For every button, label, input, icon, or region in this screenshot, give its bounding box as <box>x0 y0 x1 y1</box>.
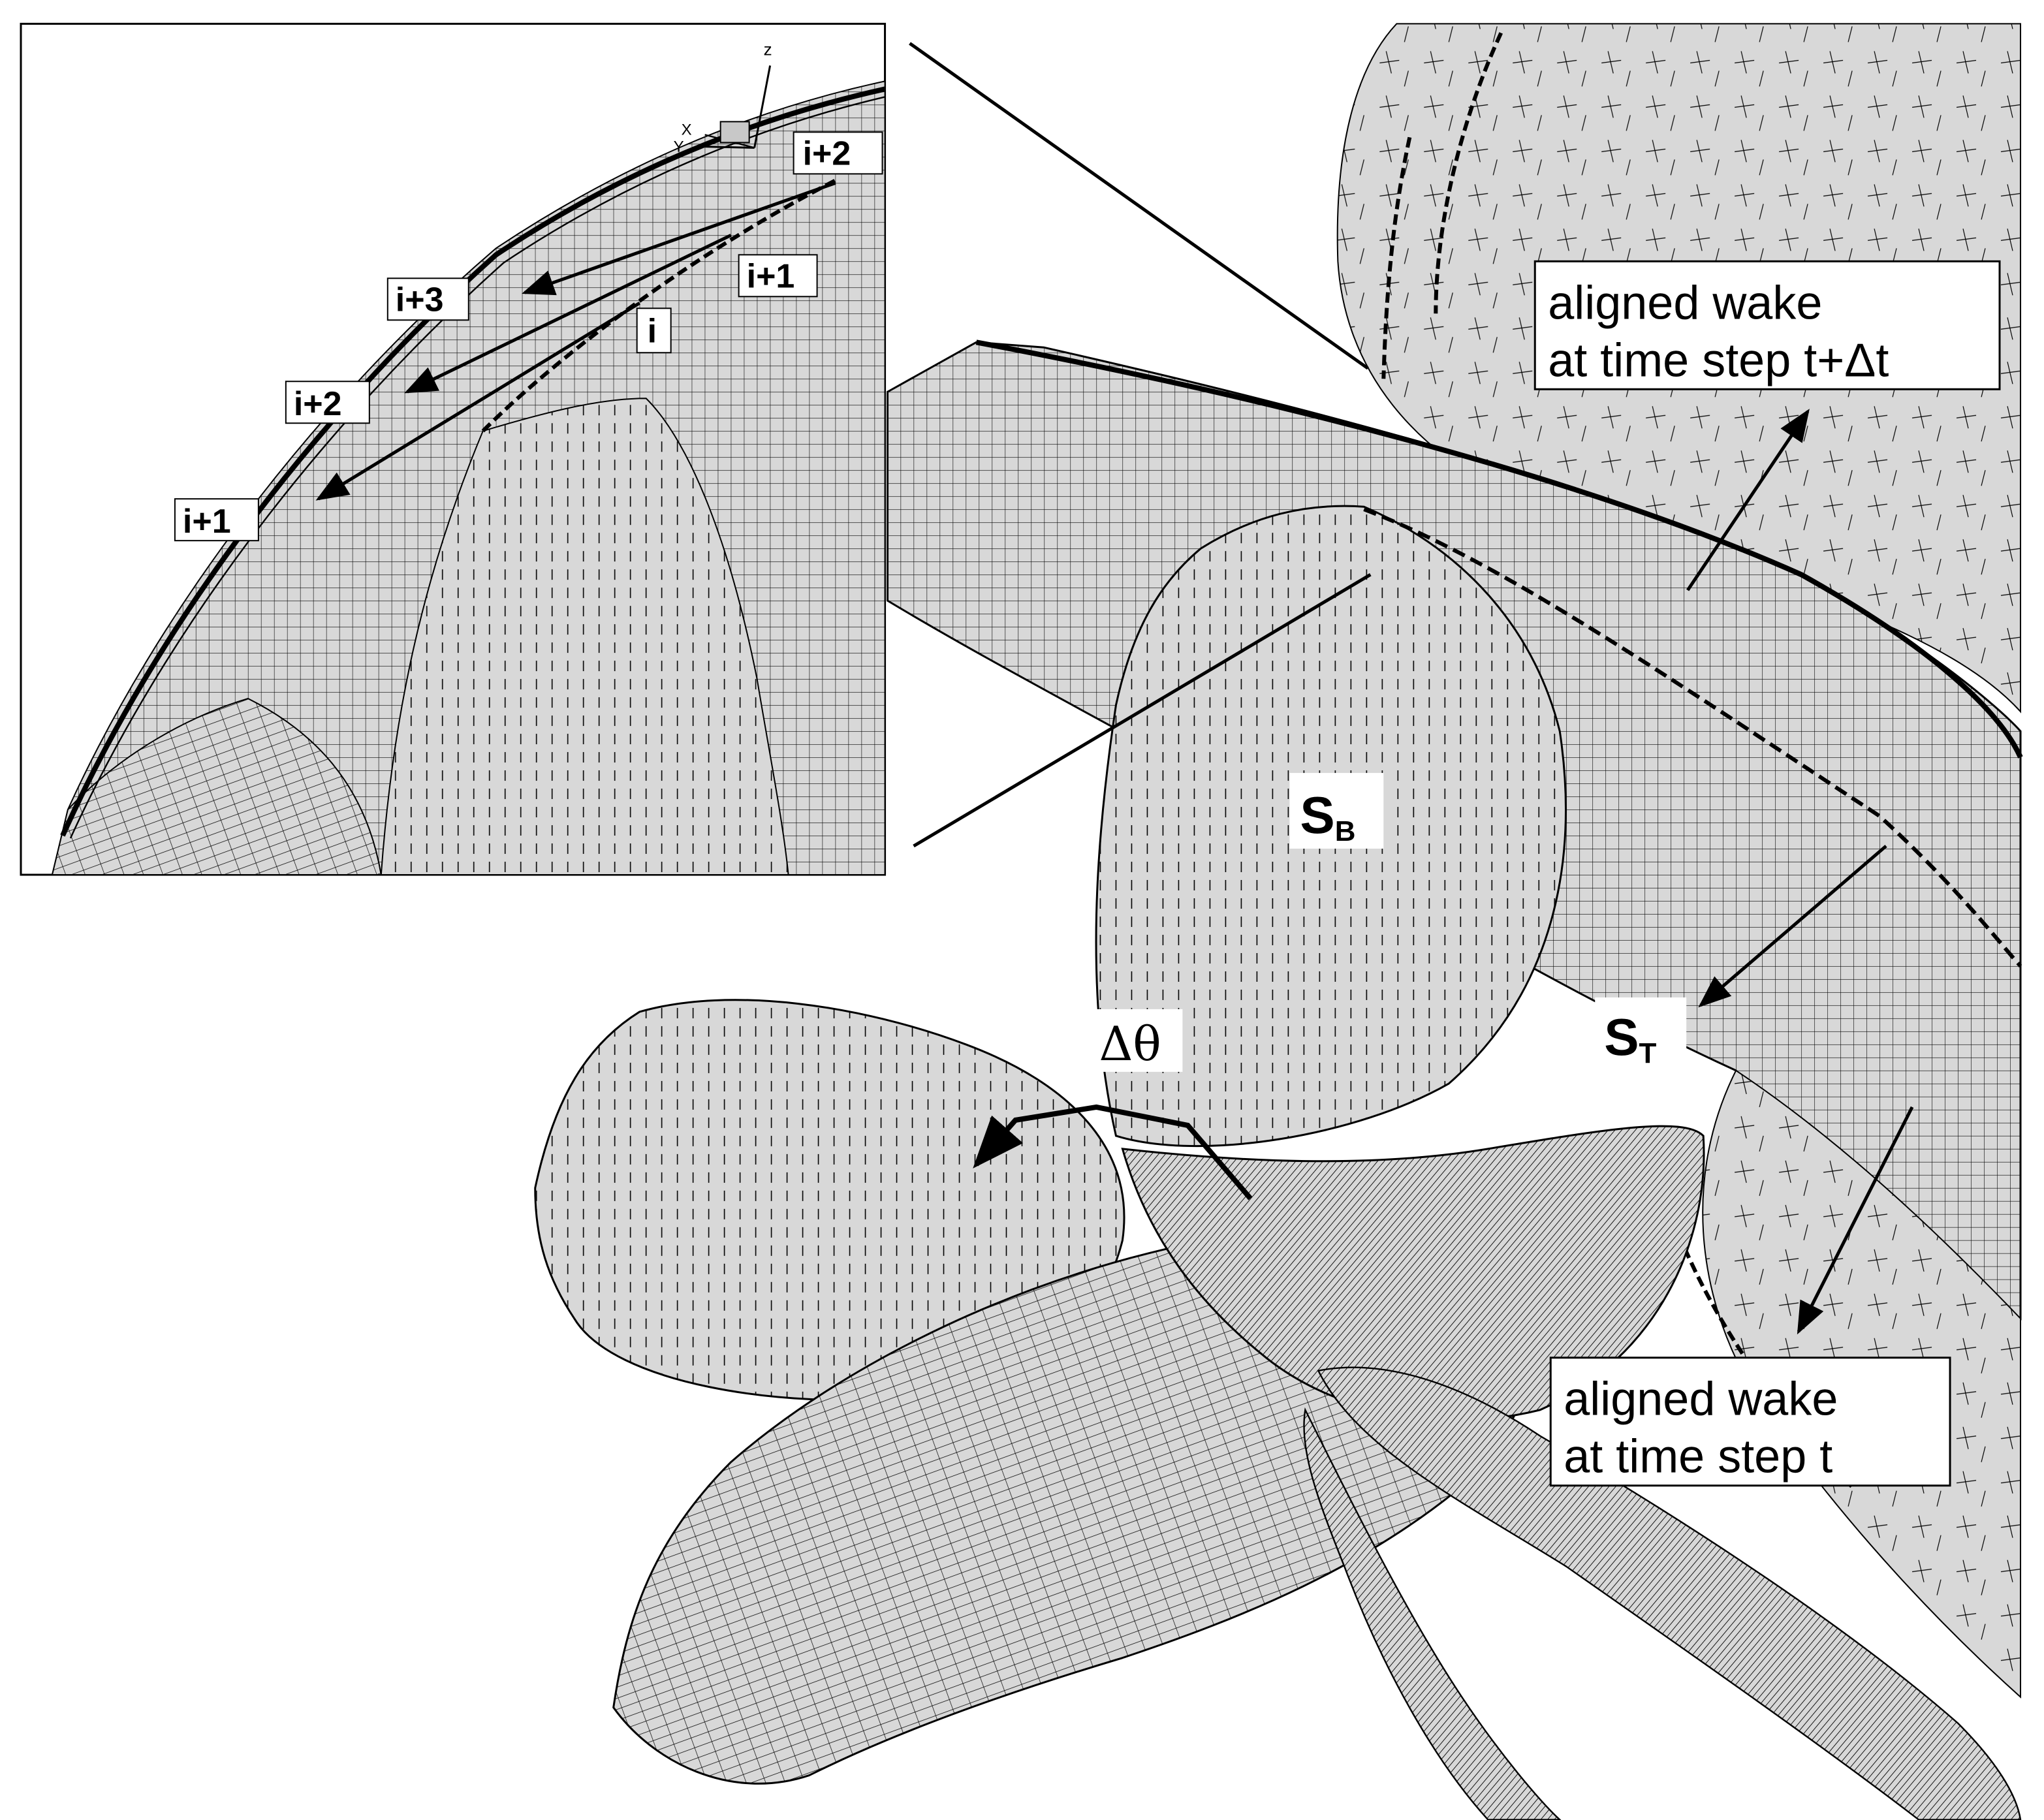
inset-label-i1-left: i+1 <box>174 498 259 542</box>
dtheta-arrow <box>973 1104 1253 1200</box>
inset-trailing-dashed <box>481 178 836 433</box>
inset-arrow-i3 <box>522 181 836 296</box>
arrow-st <box>1698 845 1887 1008</box>
axis-triad: z X Y <box>674 39 772 155</box>
blade-pointer-line <box>913 573 1372 848</box>
hub-ring <box>1121 1125 1705 1421</box>
inset-inner-panel <box>380 398 789 875</box>
blade-upper-leading-edge <box>975 339 2023 759</box>
inset-connector-line <box>909 42 1369 370</box>
inset-label-i1-left-text: i+1 <box>183 503 231 541</box>
label-sb-sub: B <box>1335 815 1356 847</box>
main-scene: SB ST Δθ aligned wake at time step t+Δt … <box>534 23 2023 1820</box>
trailing-edge-dashed <box>1363 507 2022 967</box>
label-dtheta: Δθ <box>1091 1009 1183 1072</box>
arrow-bottom-wake <box>1797 1106 1914 1335</box>
label-sb: SB <box>1289 773 1384 849</box>
callout-wake-bottom: aligned wake at time step t <box>1549 1357 1951 1487</box>
svg-text:SB: SB <box>1300 786 1355 847</box>
inset-label-i2-top-text: i+2 <box>803 134 851 172</box>
inset-hub-part <box>51 698 382 875</box>
inset-arrow-i2 <box>404 234 732 394</box>
blade-left <box>534 999 1125 1402</box>
axis-z-label: z <box>764 39 772 59</box>
axis-y-label: Y <box>674 138 684 155</box>
wake-top-dashed-edge <box>1381 32 1503 379</box>
label-st-sub: T <box>1639 1037 1657 1069</box>
inset-label-i2-top: i+2 <box>793 131 883 175</box>
inset-label-i-center-text: i <box>648 312 657 350</box>
callout-wake-top: aligned wake at time step t+Δt <box>1533 260 2001 390</box>
inset-label-i2-left: i+2 <box>285 381 370 424</box>
inset-arrow-i1 <box>315 302 640 501</box>
callout-bottom-line1: aligned wake <box>1564 1373 1838 1426</box>
arrow-top-wake <box>1686 409 1810 591</box>
inset-panel: z X Y i+2 i+1 i i+3 <box>20 22 887 876</box>
inset-label-i3-left: i+3 <box>386 277 469 321</box>
callout-bottom-line2: at time step t <box>1564 1431 1832 1483</box>
callout-top-line2: at time step t+Δt <box>1548 334 1889 386</box>
axis-x-label: X <box>682 121 692 138</box>
inset-label-i1-right: i+1 <box>738 254 818 298</box>
inset-label-i1-right-text: i+1 <box>747 257 795 295</box>
inset-label-i3-left-text: i+3 <box>396 281 444 319</box>
blade-lower <box>1317 1366 2022 1820</box>
label-st-main: S <box>1604 1008 1639 1066</box>
label-dtheta-text: Δθ <box>1099 1016 1161 1071</box>
label-sb-main: S <box>1300 786 1334 844</box>
svg-text:ST: ST <box>1604 1008 1656 1069</box>
inset-label-i2-left-text: i+2 <box>294 385 342 423</box>
callout-top-line1: aligned wake <box>1548 277 1822 329</box>
inset-label-i-center: i <box>636 307 672 354</box>
label-st: ST <box>1595 997 1687 1073</box>
